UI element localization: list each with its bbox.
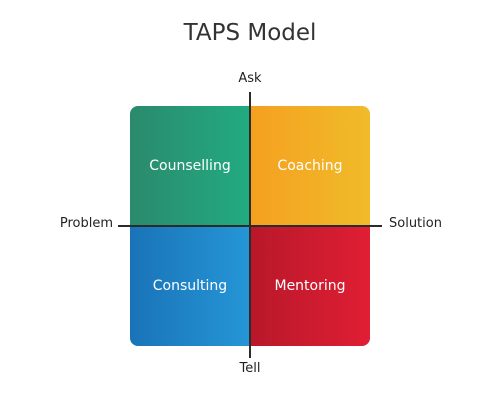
- quadrant-label: Counselling: [149, 158, 231, 174]
- quadrant-label: Mentoring: [274, 278, 346, 294]
- quadrant-consulting: Consulting: [130, 226, 250, 346]
- axis-label-solution: Solution: [389, 216, 442, 231]
- quadrant-grid: Counselling Coaching Consulting Mentorin…: [130, 106, 370, 346]
- quadrant-coaching: Coaching: [250, 106, 370, 226]
- quadrant-label: Consulting: [152, 278, 228, 294]
- axis-label-tell: Tell: [239, 361, 261, 376]
- axis-label-problem: Problem: [59, 216, 113, 231]
- horizontal-axis-line: [118, 225, 382, 227]
- diagram-title: TAPS Model: [183, 20, 317, 46]
- quadrant-counselling: Counselling: [130, 106, 250, 226]
- axis-label-ask: Ask: [238, 71, 262, 86]
- quadrant-label: Coaching: [277, 158, 343, 174]
- quadrant-mentoring: Mentoring: [250, 226, 370, 346]
